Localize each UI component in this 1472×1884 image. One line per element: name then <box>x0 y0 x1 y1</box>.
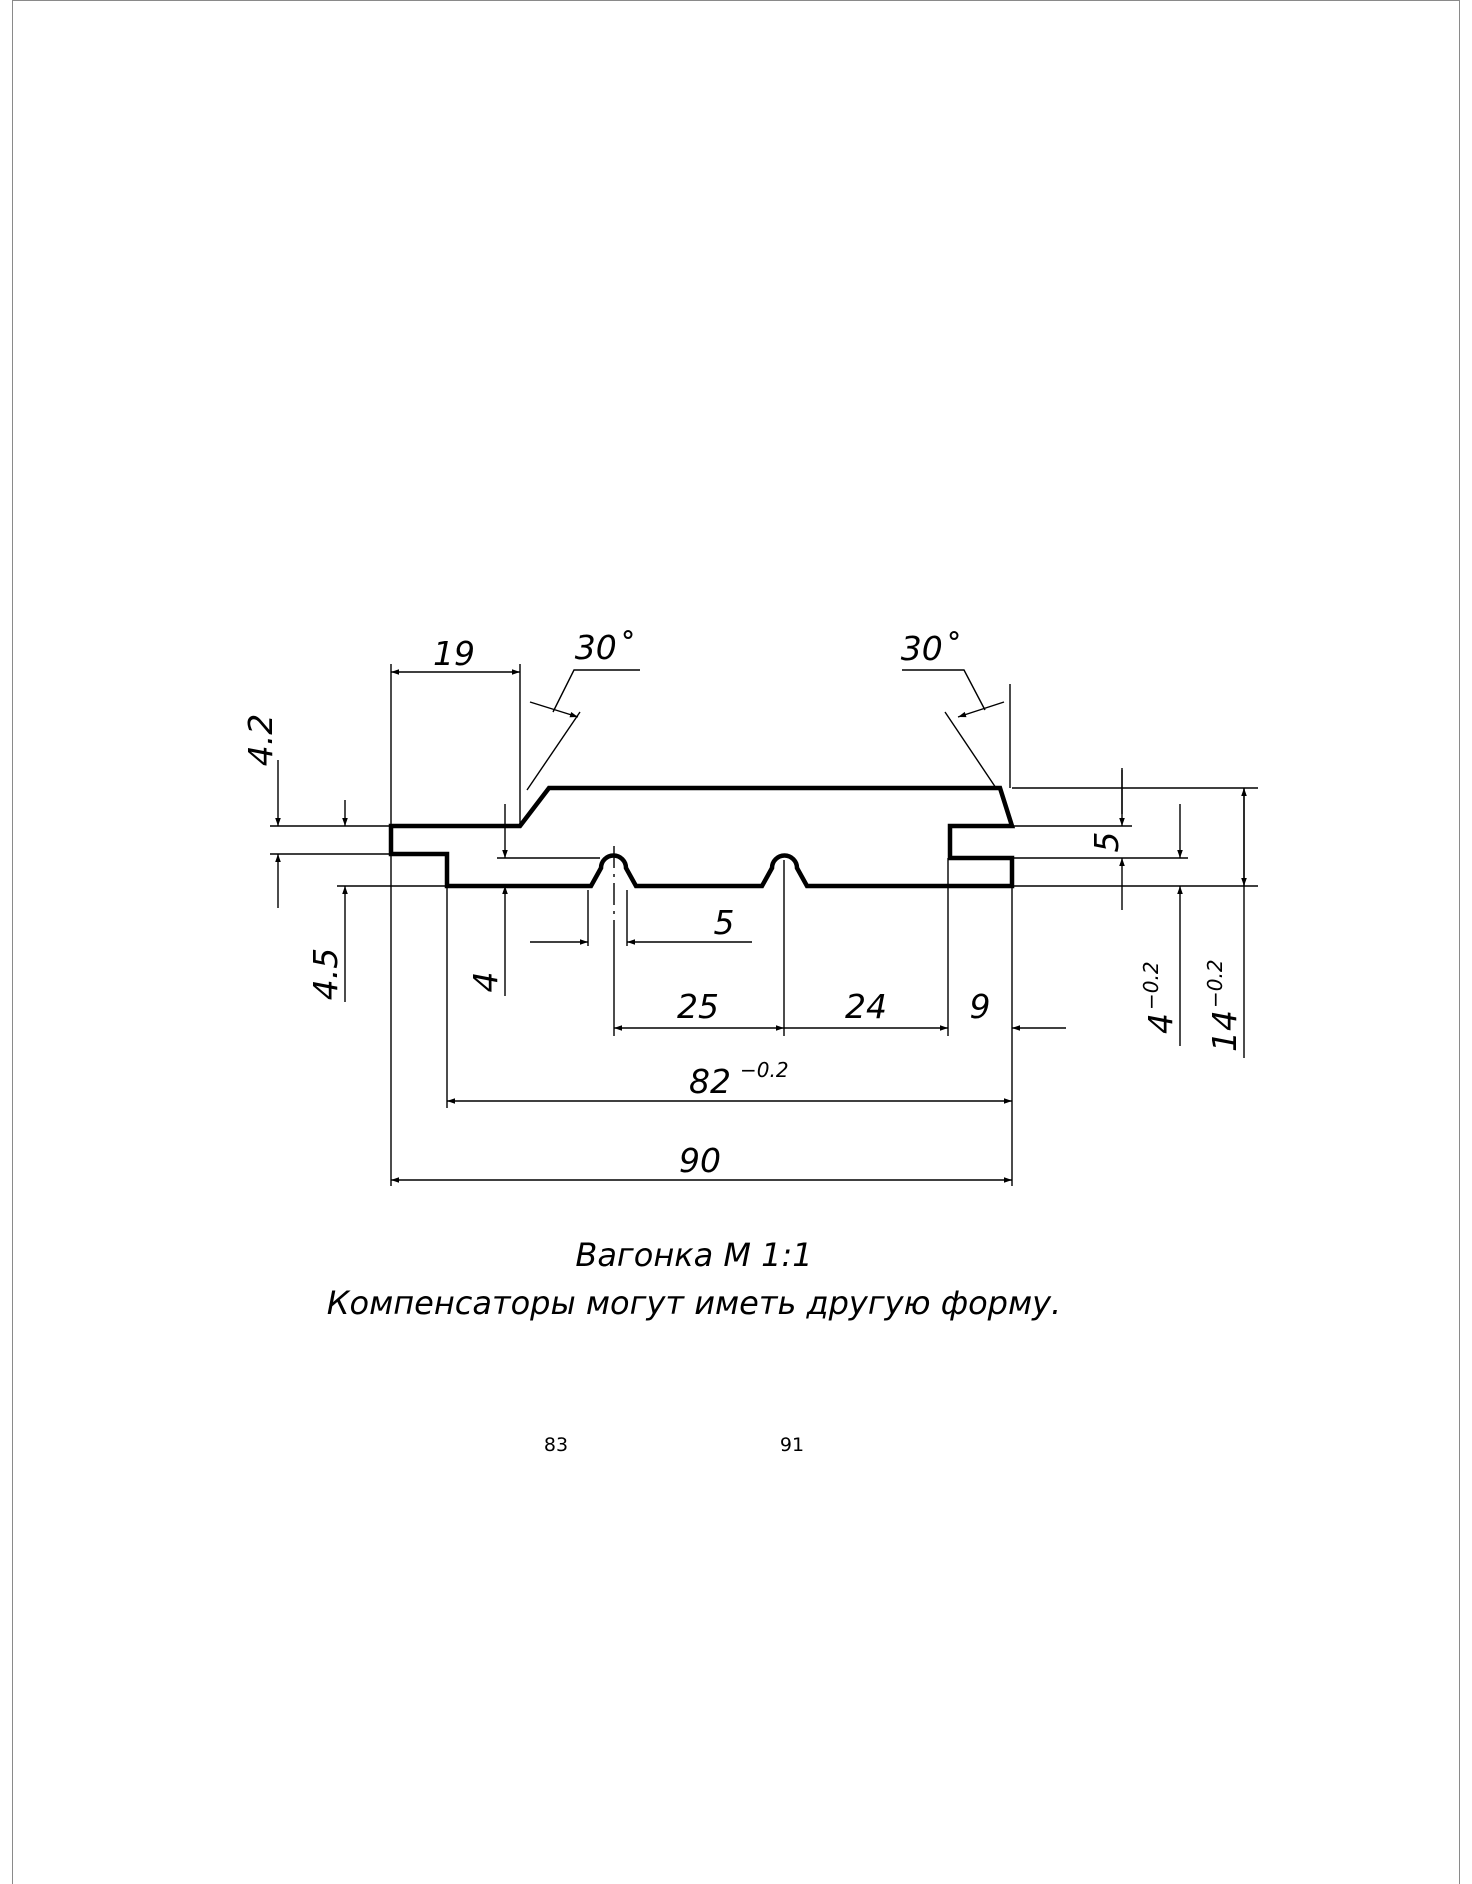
svg-text:4.5: 4.5 <box>306 948 345 1000</box>
dim-9-text: 9 <box>970 987 991 1026</box>
svg-text:4.2: 4.2 <box>241 714 280 766</box>
dim-4-5: 4.5 <box>306 800 447 1002</box>
page-number-right: 91 <box>780 1434 804 1456</box>
svg-text:82: 82 <box>689 1062 731 1101</box>
page-frame <box>12 0 1460 1884</box>
dim-82: 82 −0.2 <box>446 858 1013 1186</box>
svg-text:30˚: 30˚ <box>575 628 634 667</box>
dim-19: 19 <box>390 634 521 826</box>
dim-4-2: 4.2 <box>241 714 520 908</box>
dim-25-text: 25 <box>677 987 719 1026</box>
svg-text:4: 4 <box>1141 1013 1180 1034</box>
caption-title: Вагонка М 1:1 <box>575 1236 812 1274</box>
board-profile-outline <box>388 785 1016 889</box>
dim-5-compensator: 5 <box>530 890 752 946</box>
caption-note: Компенсаторы могут иметь другую форму. <box>327 1284 1061 1322</box>
dim-angle-right: 30˚ <box>901 629 1011 789</box>
dim-90: 90 <box>390 854 1012 1186</box>
svg-text:−0.2: −0.2 <box>740 1058 789 1082</box>
svg-text:90: 90 <box>679 1141 721 1180</box>
dim-angle-left: 30˚ <box>526 628 640 791</box>
dim-chain-25-24-9: 25 24 9 <box>613 858 1066 1036</box>
page-number-left: 83 <box>544 1434 568 1456</box>
svg-text:5: 5 <box>714 903 735 942</box>
svg-text:30˚: 30˚ <box>901 629 960 668</box>
dim-24-text: 24 <box>845 987 887 1026</box>
svg-text:19: 19 <box>433 634 475 673</box>
svg-text:−0.2: −0.2 <box>1139 961 1163 1010</box>
dim-4: 4 <box>466 804 600 996</box>
dim-4-tol: 4 −0.2 <box>1139 804 1183 1046</box>
dim-5-groove: 5 <box>1012 768 1258 910</box>
svg-text:−0.2: −0.2 <box>1203 959 1227 1008</box>
svg-text:5: 5 <box>1087 832 1126 853</box>
svg-text:14: 14 <box>1205 1010 1244 1052</box>
dim-14-tol: 14 −0.2 <box>1203 788 1247 1058</box>
svg-text:4: 4 <box>466 972 505 993</box>
